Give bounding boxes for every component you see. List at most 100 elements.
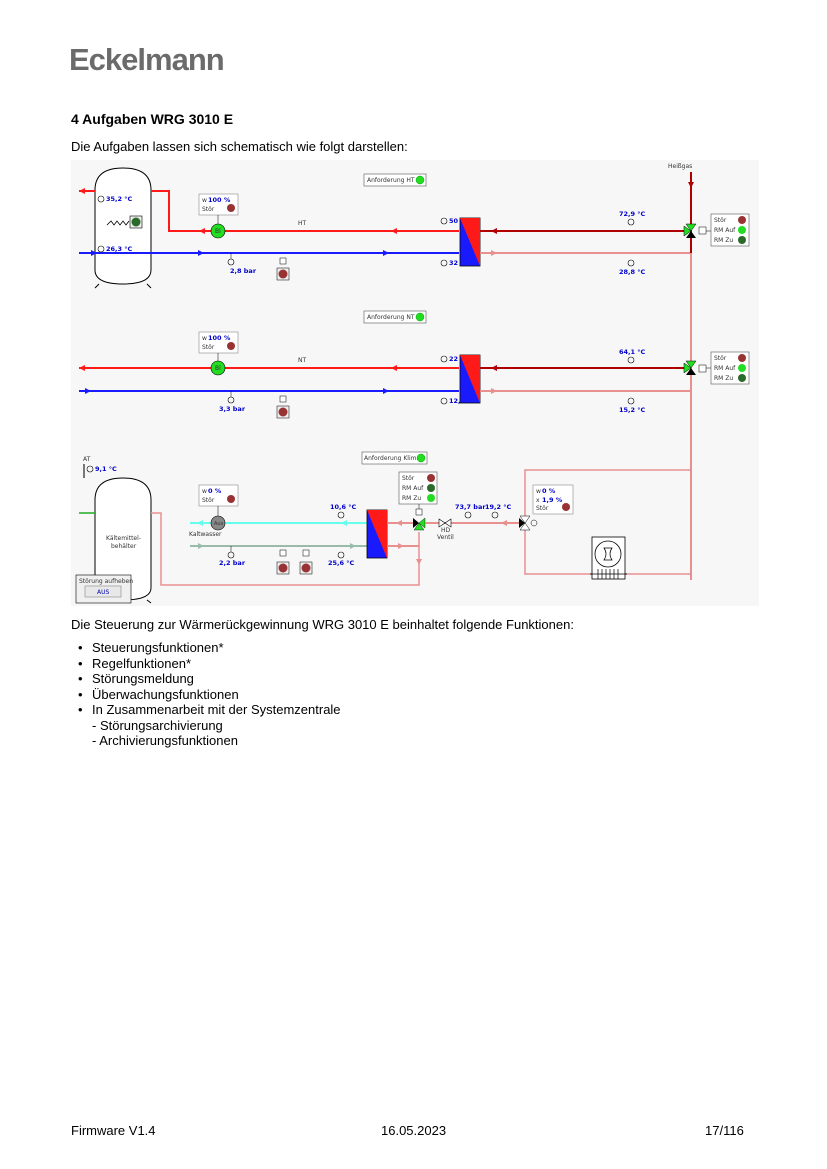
- heater-coil-icon: [106, 220, 130, 226]
- fault-icon: [227, 204, 235, 212]
- function-list: •Steuerungsfunktionen* •Regelfunktionen*…: [78, 640, 341, 749]
- svg-text:Ventil: Ventil: [437, 534, 454, 541]
- svg-text:Stör: Stör: [714, 355, 727, 362]
- eckelmann-logo: Eckelmann: [69, 42, 225, 77]
- klima-heat-exchanger: [366, 509, 388, 559]
- svg-text:Kältemittel-: Kältemittel-: [106, 535, 141, 542]
- status-ok-icon: [415, 312, 425, 322]
- temp-sensor-icon: [440, 259, 448, 267]
- arrow-icon: [198, 543, 204, 549]
- ht-three-way-valve[interactable]: [683, 223, 697, 238]
- sub-list-item: - Störungsarchivierung: [92, 717, 223, 733]
- temp-sensor-icon: [440, 355, 448, 363]
- nt-three-way-valve[interactable]: [683, 360, 697, 375]
- svg-text:Störung aufheben: Störung aufheben: [79, 578, 133, 585]
- temp-sensor-icon: [627, 397, 635, 405]
- nt-line-label: NT: [298, 357, 306, 364]
- schematic-svg: 35,2 °C 26,3 °C w 100 % Stör Bl HT 2,8 b…: [75, 163, 750, 604]
- nt-valve-status-panel: Stör RM Auf RM Zu: [710, 351, 750, 385]
- klima-pump-stoer: Stör: [202, 497, 215, 504]
- ht-return-temp: 32 °C: [449, 259, 469, 267]
- anforderung-klima-box: [361, 451, 428, 465]
- list-item: •Steuerungsfunktionen*: [78, 640, 224, 655]
- ht-valve-status-panel: Stör RM Auf RM Zu: [710, 213, 750, 247]
- intro-text: Die Aufgaben lassen sich schematisch wie…: [71, 139, 408, 154]
- temp-sensor-icon: [337, 551, 345, 559]
- nt-pressure: 3,3 bar: [219, 405, 246, 413]
- status-ok-icon: [427, 494, 435, 502]
- pressure-sensor-icon: [227, 258, 235, 266]
- list-item: •Störungsmeldung: [78, 671, 194, 686]
- klima-three-way-valve[interactable]: [413, 517, 426, 531]
- svg-text:w: w: [202, 335, 207, 342]
- arrow-icon: [197, 520, 203, 526]
- kw-supply-temp: 10,6 °C: [330, 503, 357, 511]
- footer-date: 16.05.2023: [381, 1123, 447, 1138]
- sub-list-item: - Archivierungsfunktionen: [92, 733, 238, 748]
- wrg-schematic: 35,2 °C 26,3 °C w 100 % Stör Bl HT 2,8 b…: [71, 160, 759, 606]
- actuator-icon: [530, 519, 538, 527]
- gas-cooler-fan-icon[interactable]: [590, 536, 627, 580]
- pressure-sensor-icon: [227, 551, 235, 559]
- list-item: •Regelfunktionen*: [78, 655, 192, 671]
- arrow-icon: [396, 520, 402, 526]
- arrow-icon: [491, 365, 497, 371]
- arrow-icon: [391, 365, 397, 371]
- klima-pump-icon[interactable]: [210, 515, 226, 531]
- ht-hot-in-temp: 72,9 °C: [619, 210, 646, 218]
- arrow-icon: [416, 559, 422, 565]
- arrow-icon: [79, 188, 85, 194]
- valve-icon: [279, 549, 287, 557]
- arrow-icon: [491, 388, 497, 394]
- at-label: AT: [83, 456, 91, 463]
- arrow-icon: [501, 520, 507, 526]
- thermostat-icon: [302, 549, 310, 557]
- ht-pressure: 2,8 bar: [230, 267, 257, 275]
- temp-sensor-icon: [86, 465, 94, 473]
- ht-line-label: HT: [298, 220, 307, 227]
- nt-pump-stoer: Stör: [202, 344, 215, 351]
- svg-text:RM Auf: RM Auf: [402, 485, 424, 492]
- arrow-icon: [198, 250, 204, 256]
- svg-text:RM Zu: RM Zu: [714, 237, 733, 244]
- svg-text:Stör: Stör: [714, 217, 727, 224]
- arrow-icon: [491, 228, 497, 234]
- fault-icon: [738, 216, 746, 224]
- arrow-icon: [79, 365, 85, 371]
- gc-regulating-valve[interactable]: [519, 515, 531, 531]
- arrow-icon: [383, 250, 389, 256]
- status-ok-icon: [416, 453, 426, 463]
- svg-text:w: w: [536, 488, 541, 495]
- ht-pump-w: 100 %: [208, 196, 231, 204]
- fault-icon: [562, 503, 570, 511]
- svg-text:RM Zu: RM Zu: [714, 375, 733, 382]
- klima-pressure: 2,2 bar: [219, 559, 246, 567]
- klima-valve-status-panel: Stör RM Auf RM Zu: [398, 471, 438, 505]
- nt-pump-icon[interactable]: [210, 360, 226, 376]
- ht-flow-line: [151, 190, 459, 232]
- arrow-icon: [383, 388, 389, 394]
- arrow-icon: [199, 228, 205, 234]
- hd-temp: 19,2 °C: [485, 503, 512, 511]
- svg-text:AUS: AUS: [97, 589, 109, 596]
- temp-sensor-icon: [627, 356, 635, 364]
- nt-heat-exchanger: [459, 354, 481, 404]
- fault-icon: [227, 342, 235, 350]
- hd-ventil-icon[interactable]: [438, 518, 452, 528]
- fault-icon: [427, 474, 435, 482]
- ht-pump-icon[interactable]: [210, 223, 226, 239]
- anforderung-ht-box: [363, 173, 427, 187]
- svg-text:Bl: Bl: [215, 365, 221, 372]
- footer-firmware: Firmware V1.4: [71, 1123, 156, 1138]
- svg-text:x: x: [536, 497, 540, 504]
- temp-sensor-icon: [97, 195, 105, 203]
- gas-cooler-loop: [524, 469, 692, 575]
- section-heading: 4 Aufgaben WRG 3010 E: [71, 111, 234, 127]
- svg-text:w: w: [202, 488, 207, 495]
- ht-buffer-tank: [94, 167, 152, 285]
- stoerung-aus-button[interactable]: [84, 585, 122, 598]
- ht-hot-out-temp: 28,8 °C: [619, 268, 646, 276]
- status-off-icon: [738, 374, 746, 382]
- ht-tank-feet: [94, 283, 152, 289]
- ht-tank-top-temp: 35,2 °C: [106, 195, 133, 203]
